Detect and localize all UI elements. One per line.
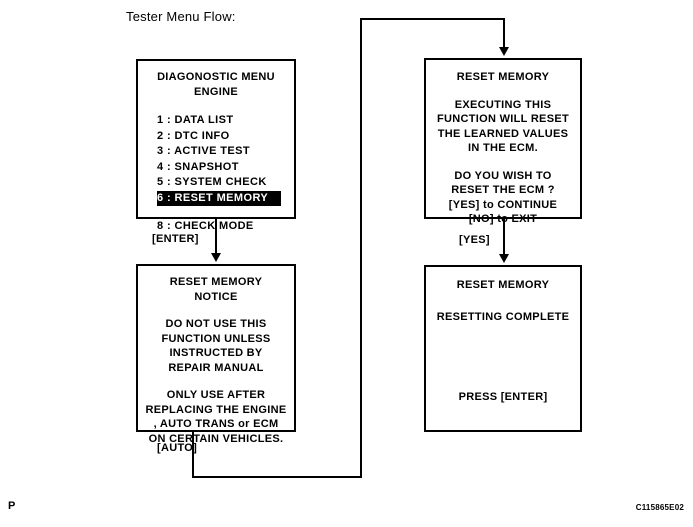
notice-line10: ON CERTAIN VEHICLES. <box>148 432 284 445</box>
edge-label-auto: [AUTO] <box>157 442 198 454</box>
menu-item-dtc-info[interactable]: 2 : DTC INFO <box>157 129 230 142</box>
edge-auto-line-top <box>360 18 505 20</box>
box-diagnostic-menu: DIAGONOSTIC MENU ENGINE 1 : DATA LIST 2 … <box>136 59 296 232</box>
edge-label-yes: [YES] <box>459 234 490 246</box>
notice-line9: , AUTO TRANS or ECM <box>153 418 279 430</box>
box-resetting-complete: RESET MEMORY RESETTING COMPLETE PRESS [E… <box>424 265 582 432</box>
figure-code: C115865E02 <box>635 503 684 512</box>
confirm-line6: DO YOU WISH TO <box>454 169 552 182</box>
corner-mark-p: P <box>8 500 16 512</box>
confirm-line5: IN THE ECM. <box>468 142 538 154</box>
confirm-line4: THE LEARNED VALUES <box>437 127 569 140</box>
edge-auto-line-down <box>192 432 194 478</box>
notice-line1: RESET MEMORY <box>169 276 263 288</box>
diagnostic-menu-header-line2: ENGINE <box>194 85 238 98</box>
edge-auto-line-up <box>360 18 362 478</box>
box-reset-memory-notice: RESET MEMORY NOTICE DO NOT USE THIS FUNC… <box>136 264 296 445</box>
edge-yes-arrowhead <box>499 254 509 263</box>
edge-auto-line-right <box>192 476 362 478</box>
confirm-line9-no-exit: [NO] to EXIT <box>468 213 538 225</box>
page-title: Tester Menu Flow: <box>126 9 236 24</box>
complete-line2: RESETTING COMPLETE <box>436 310 570 323</box>
notice-line8: REPLACING THE ENGINE <box>145 403 287 416</box>
confirm-line8-yes-continue: [YES] to CONTINUE <box>448 198 558 211</box>
notice-line7: ONLY USE AFTER <box>166 389 266 401</box>
notice-line4: FUNCTION UNLESS <box>161 332 271 345</box>
menu-item-active-test[interactable]: 3 : ACTIVE TEST <box>157 145 250 157</box>
edge-enter-arrowhead <box>211 253 221 262</box>
confirm-line2: EXECUTING THIS <box>454 98 552 111</box>
edge-enter-line <box>215 219 217 256</box>
edge-label-enter: [ENTER] <box>152 233 199 245</box>
notice-line3: DO NOT USE THIS <box>165 318 267 330</box>
diagnostic-menu-list: 1 : DATA LIST 2 : DTC INFO 3 : ACTIVE TE… <box>138 113 294 235</box>
notice-line6: REPAIR MANUAL <box>168 361 264 374</box>
complete-line3-press-enter: PRESS [ENTER] <box>458 391 548 403</box>
menu-item-system-check[interactable]: 5 : SYSTEM CHECK <box>157 176 267 188</box>
notice-line5: INSTRUCTED BY <box>169 347 263 359</box>
notice-line2: NOTICE <box>194 290 238 303</box>
complete-line1: RESET MEMORY <box>456 279 550 291</box>
confirm-line3: FUNCTION WILL RESET <box>437 113 569 125</box>
edge-auto-arrowhead <box>499 47 509 56</box>
diagnostic-menu-header-line1: DIAGONOSTIC MENU <box>157 71 275 83</box>
menu-item-snapshot[interactable]: 4 : SNAPSHOT <box>157 160 239 173</box>
confirm-line1: RESET MEMORY <box>456 71 550 83</box>
box-reset-memory-confirm: RESET MEMORY EXECUTING THIS FUNCTION WIL… <box>424 58 582 225</box>
edge-yes-line <box>503 219 505 256</box>
menu-item-reset-memory-selected[interactable]: 6 : RESET MEMORY <box>157 190 281 206</box>
edge-auto-line-into-confirm <box>503 18 505 48</box>
menu-item-check-mode[interactable]: 8 : CHECK MODE <box>157 220 254 232</box>
confirm-line7: RESET THE ECM ? <box>451 184 555 196</box>
menu-item-data-list[interactable]: 1 : DATA LIST <box>157 114 234 126</box>
